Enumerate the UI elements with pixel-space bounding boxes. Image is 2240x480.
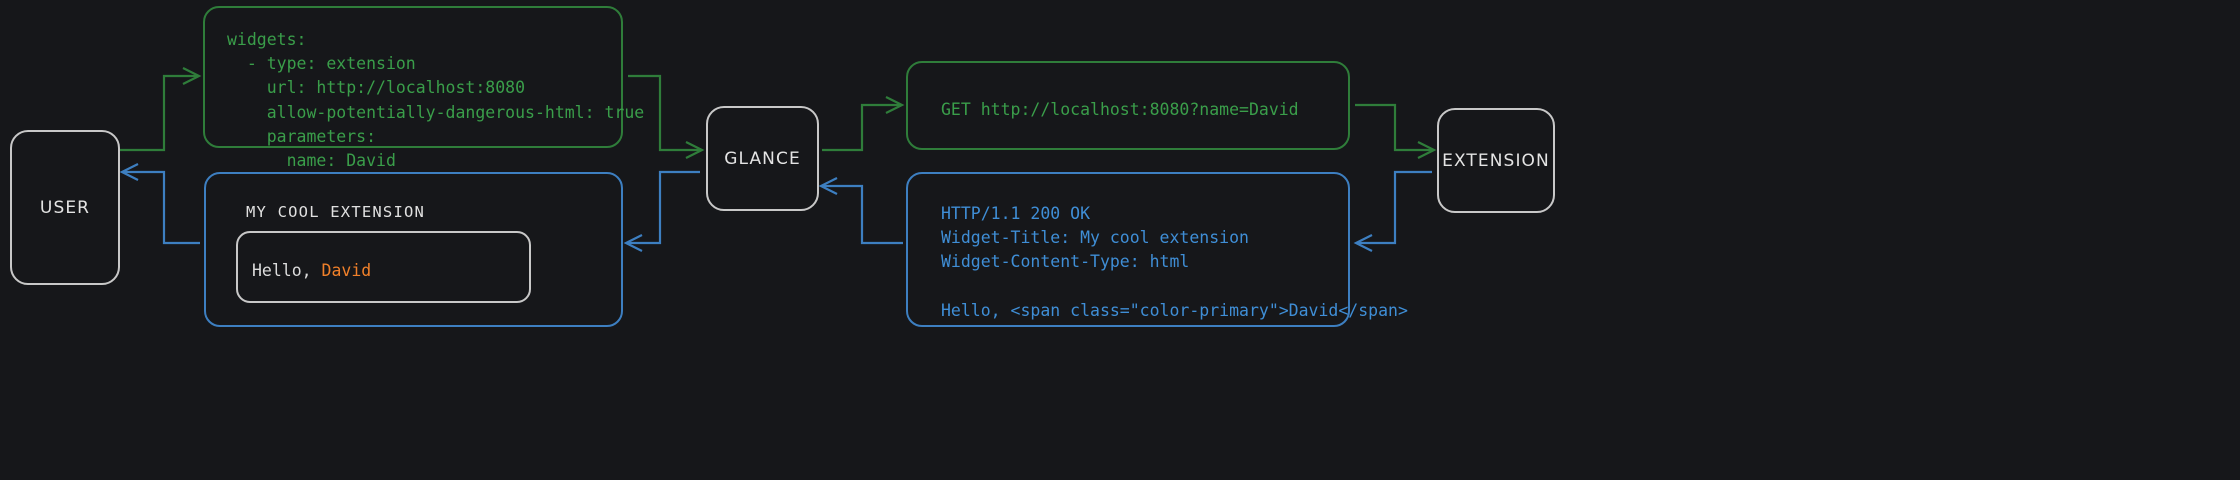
node-glance[interactable]: GLANCE (706, 106, 819, 211)
response-http-text: HTTP/1.1 200 OK Widget-Title: My cool ex… (941, 204, 1408, 320)
request-line-text: GET http://localhost:8080?name=David (941, 100, 1299, 119)
widget-card[interactable]: Hello, David (236, 231, 531, 303)
config-yaml-text: widgets: - type: extension url: http://l… (227, 30, 645, 171)
message-box-config[interactable]: widgets: - type: extension url: http://l… (203, 6, 644, 170)
widget-title-label: MY COOL EXTENSION (246, 203, 426, 221)
widget-name-accent: David (321, 261, 372, 280)
node-extension-label: EXTENSION (1442, 150, 1550, 171)
message-box-request[interactable]: GET http://localhost:8080?name=David (906, 61, 1350, 150)
message-box-widget-preview[interactable]: MY COOL EXTENSION Hello, David (204, 172, 623, 327)
widget-greeting-text: Hello, (252, 261, 322, 280)
node-user-label: USER (39, 197, 91, 218)
message-box-response[interactable]: HTTP/1.1 200 OK Widget-Title: My cool ex… (906, 172, 1408, 327)
widget-card-text: Hello, David (252, 261, 371, 280)
node-extension[interactable]: EXTENSION (1437, 108, 1555, 213)
node-glance-label: GLANCE (724, 148, 801, 169)
node-user[interactable]: USER (10, 130, 120, 285)
